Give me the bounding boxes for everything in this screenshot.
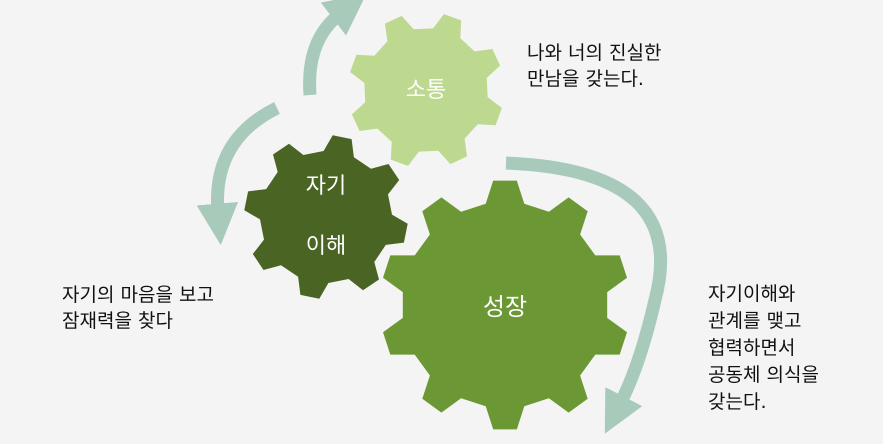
gear-self-label-line1: 자기	[306, 174, 346, 199]
caption-growth: 자기이해와 관계를 맺고 협력하면서 공동체 의식을 갖는다.	[708, 281, 819, 416]
caption-line: 공동체 의식을	[708, 364, 819, 386]
caption-line: 갖는다.	[708, 391, 767, 413]
gear-self-label-line2: 이해	[306, 234, 346, 259]
curved-arrow-icon	[303, 0, 367, 96]
caption-communication: 나와 너의 진실한 만남을 갖는다.	[527, 40, 661, 92]
caption-line: 잠재력을 찾다	[62, 310, 173, 332]
curved-arrow-icon	[196, 102, 280, 246]
caption-line: 협력하면서	[708, 337, 796, 359]
gear-communication-label: 소통	[406, 78, 446, 103]
gear-growth: 성장	[383, 180, 627, 430]
gear-communication-shape	[350, 14, 502, 166]
gear-self-shape	[244, 135, 408, 299]
caption-line: 나와 너의 진실한	[527, 42, 662, 64]
caption-line: 만남을 갖는다.	[527, 68, 644, 90]
gear-self-understanding: 자기 이해	[244, 135, 408, 299]
gear-growth-shape	[383, 180, 627, 430]
caption-line: 자기이해와	[708, 283, 796, 305]
caption-self-understanding: 자기의 마음을 보고 잠재력을 찾다	[62, 282, 214, 334]
gear-communication: 소통	[350, 14, 502, 166]
caption-line: 자기의 마음을 보고	[62, 284, 214, 306]
caption-line: 관계를 맺고	[708, 310, 802, 332]
curved-arrow-icon	[505, 156, 668, 434]
gear-growth-label: 성장	[483, 293, 527, 321]
